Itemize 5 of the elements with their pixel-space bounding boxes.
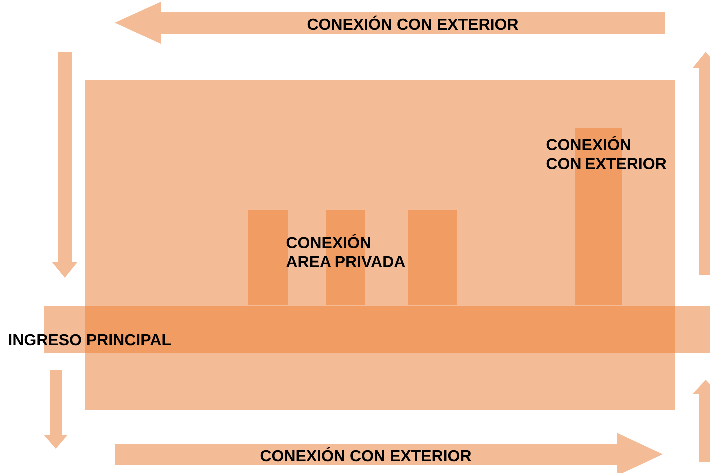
building-bar [248, 210, 288, 305]
area-label: CONEXIÓN CON EXTERIOR [546, 136, 667, 170]
entrance-band: INGRESO PRINCIPAL [9, 306, 710, 353]
building-bar [408, 210, 457, 305]
area-label: CONEXIÓN AREA PRIVADA [286, 234, 406, 268]
